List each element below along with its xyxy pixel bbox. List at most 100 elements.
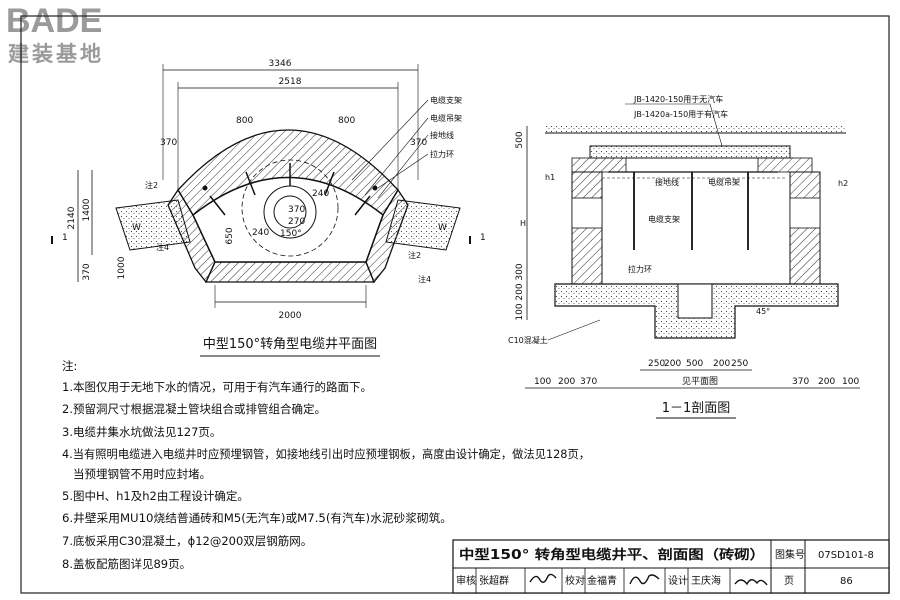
- vdim-300: 300: [515, 263, 525, 280]
- note-line: 5.图中H、h1及h2由工程设计确定。: [62, 489, 249, 503]
- bdim-250-left: 250: [648, 359, 665, 369]
- dim-240-right: 240: [312, 189, 329, 199]
- check-label: 校对: [565, 574, 585, 587]
- dim-370-bottom: 370: [82, 263, 92, 280]
- dim-240-left: 240: [252, 228, 269, 238]
- odim-100-left: 100: [534, 377, 551, 387]
- odim-200-right: 200: [818, 377, 835, 387]
- atlas-number: 07SD101-8: [818, 550, 874, 561]
- dim-1000: 1000: [117, 256, 127, 279]
- plan-pull-ring: [372, 185, 378, 191]
- dim-2000: 2000: [279, 311, 302, 321]
- dim-2518: 2518: [279, 77, 302, 87]
- bdim-500: 500: [686, 359, 703, 369]
- label-h1: h1: [545, 173, 555, 182]
- section-caption: 1－1剖面图: [662, 401, 731, 416]
- note-line: 当预埋钢管不用时应封堵。: [62, 467, 211, 481]
- section-sump: [677, 283, 713, 319]
- odim-100-right: 100: [842, 377, 859, 387]
- check-name: 金福青: [587, 574, 617, 587]
- design-label: 设计: [668, 574, 688, 587]
- label-section-hanger: 电缆吊架: [708, 177, 740, 187]
- design-signature: [734, 579, 768, 586]
- plan-sump-inner: [273, 195, 307, 229]
- vdim-100: 100: [515, 303, 525, 320]
- plan-bracket: [324, 171, 335, 196]
- logo-sub: 建装基地: [8, 42, 104, 66]
- page-number: 86: [840, 576, 853, 587]
- odim-200-left: 200: [558, 377, 575, 387]
- logo-brand: BADE: [6, 2, 102, 40]
- plan-bracket: [354, 195, 371, 216]
- plan-cover-outline: [241, 159, 339, 257]
- review-signature: [529, 573, 557, 583]
- label-note2-left: 注2: [145, 180, 158, 190]
- dim-800-left: 800: [236, 116, 253, 126]
- dim-270: 270: [288, 217, 305, 227]
- dim-370-right: 370: [410, 138, 427, 148]
- dim-800-right: 800: [338, 116, 355, 126]
- plan-right-duct: [385, 199, 461, 251]
- plan-bracket: [245, 171, 256, 196]
- dim-1400: 1400: [82, 198, 92, 221]
- plan-bracket: [209, 195, 226, 216]
- plan-pull-ring: [202, 185, 208, 191]
- section-mark-right: 1: [480, 233, 486, 243]
- section-view: JB-1420-150用于无汽车 JB-1420a-150用于有汽车 接地线 电…: [508, 94, 860, 419]
- dim-370-left: 370: [160, 138, 177, 148]
- title-main: 中型150° 转角型电缆井平、剖面图（砖砌）: [459, 547, 765, 563]
- note-line: 8.盖板配筋图详见89页。: [62, 557, 191, 571]
- logo: BADE 建装基地: [6, 2, 104, 66]
- label-section-support: 电缆支架: [648, 214, 680, 224]
- bdim-200-left: 200: [664, 359, 681, 369]
- label-note4-right: 注4: [418, 274, 431, 284]
- label-see-plan: 见平面图: [682, 376, 718, 387]
- vdim-500: 500: [515, 131, 525, 148]
- dim-650: 650: [225, 227, 235, 244]
- bdim-200-right: 200: [713, 359, 730, 369]
- label-45deg: 45°: [756, 307, 770, 316]
- label-jb-vehicle: JB-1420a-150用于有汽车: [633, 109, 728, 119]
- label-pull-ring: 拉力环: [430, 149, 454, 159]
- design-name: 王庆海: [691, 574, 721, 587]
- label-cable-hanger: 电缆吊架: [430, 113, 462, 123]
- odim-370-left: 370: [580, 377, 597, 387]
- check-signature: [629, 574, 660, 585]
- plan-chamber: [192, 176, 384, 263]
- section-cover-slab: [589, 145, 791, 159]
- dim-w-right: W: [438, 223, 447, 233]
- bdim-250-right: 250: [731, 359, 748, 369]
- plan-view: 3346 2518 800 800 370 370 2140 1400 370 …: [51, 59, 486, 357]
- notes: 注: 1.本图仅用于无地下水的情况，可用于有汽车通行的路面下。 2.预留洞尺寸根…: [62, 359, 590, 571]
- odim-370-right: 370: [792, 377, 809, 387]
- dim-370-center: 370: [288, 205, 305, 215]
- label-note4-left: 注4: [156, 242, 169, 252]
- label-cable-support: 电缆支架: [430, 95, 462, 105]
- note-line: 2.预留洞尺寸根据混凝土管块组合或排管组合确定。: [62, 402, 326, 416]
- section-mark-left: 1: [62, 233, 68, 243]
- review-label: 审核: [456, 574, 476, 587]
- dim-2140: 2140: [67, 206, 77, 229]
- plan-left-duct: [115, 199, 191, 251]
- plan-bottom-wall: [204, 261, 375, 283]
- page-label: 页: [784, 575, 794, 587]
- dim-angle: 150°: [280, 229, 302, 239]
- label-h2: h2: [838, 179, 848, 188]
- note-line: 7.底板采用C30混凝土，ɸ12@200双层钢筋网。: [62, 534, 312, 548]
- plan-caption: 中型150°转角型电缆井平面图: [203, 336, 377, 352]
- title-block: 中型150° 转角型电缆井平、剖面图（砖砌） 图集号 07SD101-8 审核 …: [452, 539, 890, 594]
- label-jb-no-vehicle: JB-1420-150用于无汽车: [633, 94, 723, 104]
- dim-3346: 3346: [269, 59, 292, 69]
- note-line: 6.井壁采用MU10烧结普通砖和M5(无汽车)或M7.5(有汽车)水泥砂浆砌筑。: [62, 511, 452, 525]
- label-note2-right: 注2: [408, 250, 421, 260]
- atlas-label: 图集号: [775, 548, 805, 561]
- vdim-200: 200: [515, 283, 525, 300]
- label-c10: C10混凝土: [508, 335, 548, 345]
- label-ground-wire: 接地线: [430, 130, 454, 140]
- dim-w-left: W: [132, 223, 141, 233]
- note-line: 1.本图仅用于无地下水的情况，可用于有汽车通行的路面下。: [62, 380, 372, 394]
- label-H: H: [520, 219, 526, 228]
- note-line: 3.电缆井集水坑做法见127页。: [62, 425, 221, 439]
- review-name: 张超群: [479, 574, 509, 587]
